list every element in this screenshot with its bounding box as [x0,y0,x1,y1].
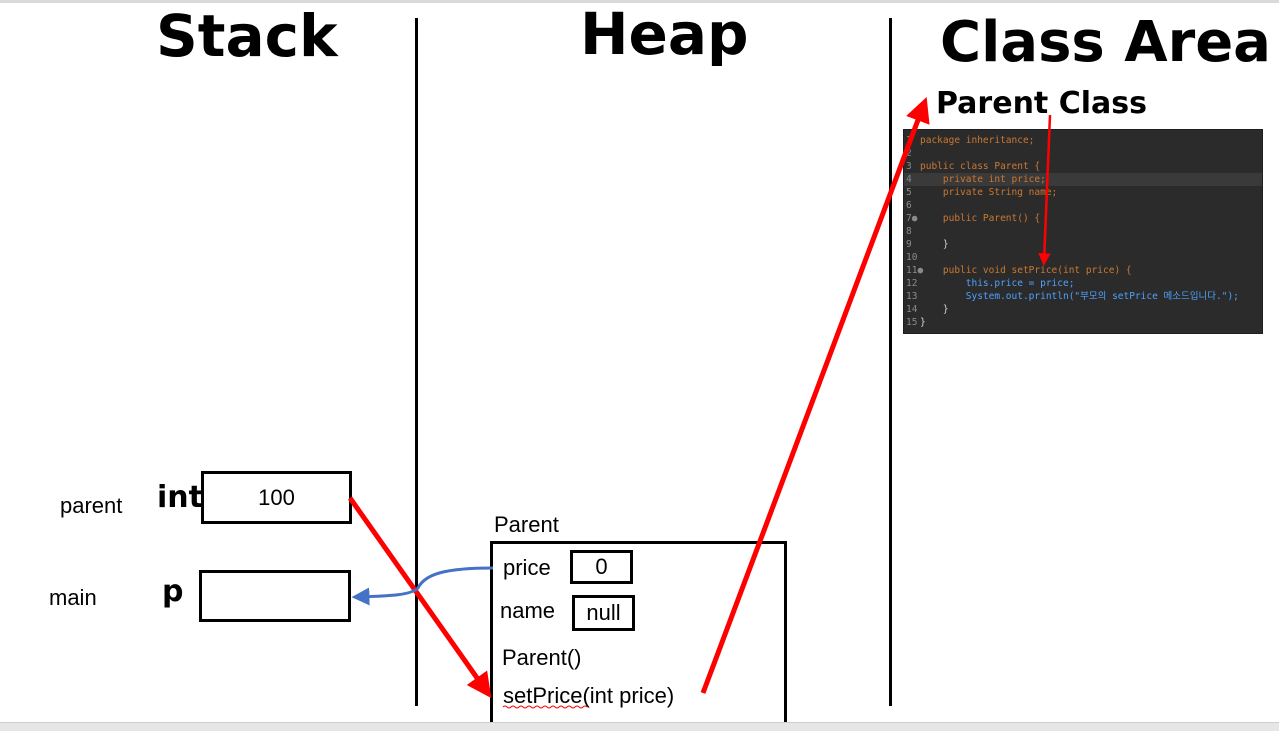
code-line: 14 } [904,303,949,316]
code-text: public void setPrice(int price) { [920,265,1132,276]
line-number: 12 [906,278,918,289]
line-number: 4 [906,174,912,185]
code-line: 9 } [904,238,949,251]
stack-heading: Stack [156,2,338,70]
arrow-class-to-code [1038,114,1052,266]
line-number: 14 [906,304,918,315]
field-value-price: 0 [595,554,608,579]
code-line: 8 [904,225,920,238]
code-line: 7● public Parent() { [904,212,1040,225]
field-name-price: price [503,555,551,580]
heap-heading: Heap [580,0,749,68]
top-border [0,0,1279,3]
frame-label-main: main [49,585,97,610]
code-text: private String name; [920,187,1058,198]
field-value-box-name: null [572,595,635,631]
line-number: 9 [906,239,912,250]
line-number: 13 [906,291,918,302]
code-line: 12 this.price = price; [904,277,1074,290]
code-text: } [920,239,949,250]
code-line: 11● public void setPrice(int price) { [904,264,1132,277]
arrow-stack-to-setprice [347,496,492,699]
line-number: 8 [906,226,912,237]
code-text: this.price = price; [920,278,1075,289]
code-line: 5 private String name; [904,186,1057,199]
spellcheck-underline [502,705,588,709]
line-number: 6 [906,200,912,211]
field-name-name: name [500,598,556,623]
method-constructor: Parent() [502,645,582,670]
class-area-heading: Class Area [940,10,1271,75]
code-text: } [920,317,926,328]
stack-heap-divider [415,18,418,706]
line-number: 10 [906,252,918,263]
heap-class-divider [889,18,892,706]
code-line: 4 private int price; [904,173,1262,186]
code-text: package inheritance; [920,135,1035,146]
code-line: 10 [904,251,920,264]
var-label-p: p [162,574,184,609]
code-line: 2 [904,147,920,160]
arrow-setprice-to-class [700,96,930,694]
field-value-name: null [586,600,621,625]
method-setprice: setPrice(int price) [503,683,675,708]
bottom-scrollbar [0,722,1279,731]
frame-label-parent: parent [60,493,123,518]
code-line: 13 System.out.println("부모의 setPrice 메소드입… [904,290,1239,303]
stack-value-int: 100 [258,484,295,510]
line-number: 3 [906,161,912,172]
stack-value-box-int: 100 [201,471,352,524]
class-label: Parent Class [936,86,1147,121]
stack-value-box-p [199,570,351,622]
code-line: 6 [904,199,920,212]
heap-object-label: Parent [494,512,559,537]
var-label-int: int [157,480,203,515]
code-line: 15} [904,316,926,329]
code-text: public Parent() { [920,213,1041,224]
line-number: 11● [906,265,924,276]
arrow-heap-to-p [351,566,494,606]
code-text: public class Parent { [920,161,1041,172]
code-text: } [920,304,949,315]
line-number: 5 [906,187,912,198]
line-number: 7● [906,213,918,224]
heap-object-box [490,541,787,727]
code-text: System.out.println("부모의 setPrice 메소드입니다.… [920,291,1239,302]
field-value-box-price: 0 [570,550,633,584]
code-line: 3 public class Parent { [904,160,1040,173]
code-text: private int price; [920,174,1046,185]
line-number: 15 [906,317,918,328]
line-number: 2 [906,148,912,159]
